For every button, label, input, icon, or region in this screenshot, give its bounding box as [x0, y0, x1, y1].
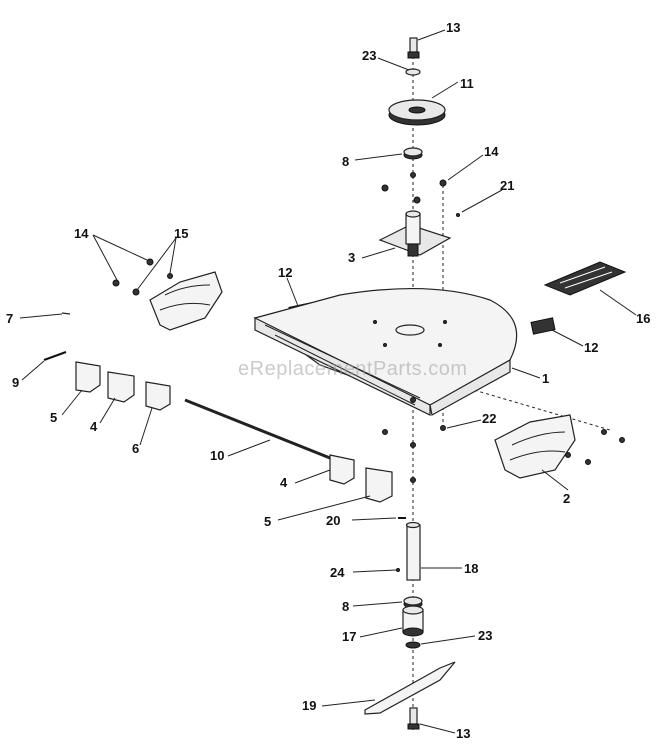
callout-18: 18	[464, 561, 478, 576]
watermark: eReplacementParts.com	[238, 358, 468, 380]
callout-5-left: 5	[50, 410, 57, 425]
callout-20: 20	[326, 513, 340, 528]
bolt-part-13-bottom	[407, 707, 420, 730]
left-wheel-bracket	[149, 271, 223, 331]
bolt-right-d	[585, 459, 591, 465]
nut-part-15-a	[132, 288, 140, 296]
callout-9: 9	[12, 375, 19, 390]
callout-4-left: 4	[90, 419, 98, 434]
nut-below-deck-b	[382, 429, 388, 435]
pulley-part-11	[388, 99, 446, 126]
bolt-right-c	[565, 452, 571, 458]
bolt-part-14-left-b	[146, 258, 154, 266]
pin-part-7	[61, 312, 71, 315]
spindle-housing-part-3	[378, 210, 452, 257]
callout-4-right: 4	[280, 475, 288, 490]
baffle-part-4-right	[329, 454, 355, 485]
baffle-part-6	[145, 381, 171, 411]
callout-10: 10	[210, 448, 224, 463]
baffle-part-5-left	[75, 361, 101, 393]
callout-2: 2	[563, 491, 570, 506]
callout-21: 21	[500, 178, 514, 193]
nut-below-deck-c	[410, 442, 416, 448]
callout-14-right: 14	[484, 144, 499, 159]
bearing-part-8-top	[403, 147, 423, 160]
nut-left-small	[381, 184, 389, 192]
callout-6: 6	[132, 441, 139, 456]
callout-13-bottom: 13	[456, 726, 470, 741]
hub-part-17	[402, 605, 424, 637]
leader-lines	[19, 29, 637, 734]
callout-22: 22	[482, 411, 496, 426]
nut-below-deck-d	[410, 477, 416, 483]
nut-center-small	[413, 196, 421, 204]
callout-7: 7	[6, 311, 13, 326]
callout-8-bottom: 8	[342, 599, 349, 614]
nut-part-22	[440, 425, 446, 431]
callout-8-top: 8	[342, 154, 349, 169]
baffle-part-5-right	[365, 467, 393, 503]
label-plate-part-16	[543, 261, 627, 296]
callout-11: 11	[460, 76, 474, 91]
nut-below-deck-a	[410, 397, 416, 403]
bolt-right-b	[619, 437, 625, 443]
right-wheel-bracket-part-2	[494, 414, 576, 479]
callout-15: 15	[174, 226, 188, 241]
baffle-part-4-left	[107, 371, 135, 403]
shaft-part-18	[405, 521, 421, 581]
pin-part-9	[43, 351, 67, 361]
bolt-right-a	[601, 429, 607, 435]
callout-12-left: 12	[278, 265, 292, 280]
nut-part-15-b	[167, 273, 173, 279]
callout-17: 17	[342, 629, 356, 644]
callout-16: 16	[636, 311, 650, 326]
callout-23-bottom: 23	[478, 628, 492, 643]
nut-right-14	[439, 179, 447, 187]
callout-5-right: 5	[264, 514, 271, 529]
callout-24: 24	[330, 565, 345, 580]
pin-part-24	[396, 568, 400, 572]
pad-part-12-right	[530, 317, 556, 335]
deck-housing-part-1	[253, 288, 518, 416]
blade-part-19	[364, 661, 456, 715]
bolt-part-13-top	[407, 37, 420, 59]
nut-center-2	[410, 172, 416, 178]
callout-23-top: 23	[362, 48, 376, 63]
callout-13-top: 13	[446, 20, 460, 35]
pin-part-21	[456, 213, 460, 217]
callout-3: 3	[348, 250, 355, 265]
washer-part-23-top	[405, 68, 421, 76]
washer-part-23-bottom	[405, 641, 421, 649]
bolt-part-14-left-a	[112, 279, 120, 287]
rod-part-10	[184, 398, 341, 464]
callout-14-left: 14	[74, 226, 89, 241]
callout-19: 19	[302, 698, 316, 713]
callout-12-right: 12	[584, 340, 598, 355]
callout-1: 1	[542, 371, 549, 386]
